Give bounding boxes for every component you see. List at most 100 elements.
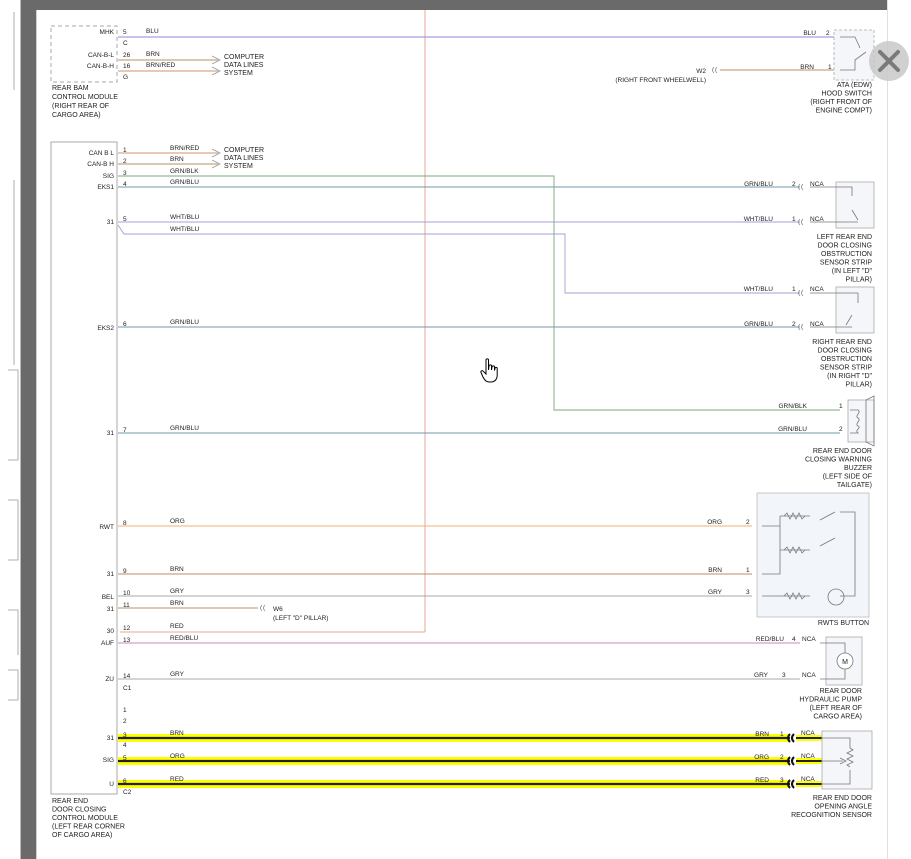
hood-switch-title: (RIGHT FRONT OF <box>810 99 872 106</box>
buzzer-horn <box>865 395 875 447</box>
rwts-lamp <box>827 588 845 606</box>
main-pin-number: 3 <box>123 170 127 177</box>
w2-ground-symbol <box>715 66 718 74</box>
right-strip-connector <box>801 323 804 331</box>
buzzer-title: REAR END DOOR <box>813 448 872 455</box>
rwts-wire: BRN <box>708 567 722 574</box>
main-wire-label: GRN/BLK <box>170 168 199 175</box>
main-pin-number: 3 <box>123 732 127 739</box>
main-wire-label: GRN/BLU <box>170 425 199 432</box>
main-pin-label: 31 <box>107 735 115 742</box>
bsm-pin-number: G <box>123 74 128 81</box>
main-wire-label: RED/BLU <box>170 635 198 642</box>
right-strip-title: (IN RIGHT "D" <box>827 373 872 380</box>
pump-circuit <box>820 642 846 680</box>
angle-sensor-box <box>821 730 873 790</box>
left-strip-nca: NCA <box>810 216 824 223</box>
bsm-wire-label: BRN/RED <box>146 62 176 69</box>
close-button[interactable] <box>869 41 909 81</box>
buzzer-pin: 1 <box>839 403 843 410</box>
right-strip-title: PILLAR) <box>846 382 872 389</box>
angle-sensor-wire: RED <box>755 777 769 784</box>
previous-page-edge[interactable] <box>0 0 21 859</box>
data-line-arrow <box>211 55 221 76</box>
main-data-lines-label: SYSTEM <box>224 163 253 170</box>
rwts-pin: 3 <box>746 589 750 596</box>
w2-ground-name: W2 <box>696 68 706 75</box>
bsm-pin-number: 5 <box>123 29 127 36</box>
main-pin-number: 10 <box>123 590 131 597</box>
main-pin-label: 30 <box>107 628 115 635</box>
left-strip-title: SENSOR STRIP <box>820 260 872 267</box>
right-strip-pin: 2 <box>792 321 796 328</box>
main-wire-label: GRY <box>170 588 185 595</box>
main-wire-label: RED <box>170 623 184 630</box>
left-strip-title: (IN LEFT "D" <box>832 268 873 275</box>
w2-ground-location: (RIGHT FRONT WHEELWELL) <box>615 77 706 84</box>
bsm-title-line: (RIGHT REAR OF <box>52 103 109 110</box>
main-wire-label: ORG <box>170 753 185 760</box>
hood-switch-pin: 1 <box>828 64 832 71</box>
main-pin-number: 13 <box>123 637 131 644</box>
main-title-line: OF CARGO AREA) <box>52 832 112 839</box>
main-pin-number: 14 <box>123 673 131 680</box>
w6-ground-name: W6 <box>273 606 283 613</box>
bsm-title-line: REAR BAM <box>52 85 89 92</box>
right-strip-title: RIGHT REAR END <box>812 339 872 346</box>
pump-motor-symbol: M <box>842 659 848 666</box>
left-strip-connector <box>798 218 801 226</box>
main-data-lines-label: COMPUTER <box>224 147 264 154</box>
bsm-module-title: REAR BAM CONTROL MODULE (RIGHT REAR OF CARG… <box>52 85 118 119</box>
left-strip-title: OBSTRUCTION <box>821 251 872 258</box>
bsm-title-line: CONTROL MODULE <box>52 94 118 101</box>
bsm-title-line: CARGO AREA) <box>52 112 101 119</box>
angle-sensor-pin: 3 <box>780 777 784 784</box>
main-wire-label: GRN/BLU <box>170 179 199 186</box>
right-strip-nca: NCA <box>810 321 824 328</box>
w6-ground-symbol <box>260 604 263 612</box>
bsm-data-lines-label: COMPUTER <box>224 54 264 61</box>
right-strip-symbol <box>810 292 859 328</box>
main-wire-label: BRN <box>170 600 184 607</box>
main-pin-number: 6 <box>123 778 127 785</box>
main-title-line: CONTROL MODULE <box>52 815 118 822</box>
pump-nca: NCA <box>802 636 816 643</box>
bsm-pin-label: CAN-B-L <box>88 52 114 59</box>
left-strip-title: PILLAR) <box>846 277 872 284</box>
right-strip-title: SENSOR STRIP <box>820 365 872 372</box>
rwts-title: RWTS BUTTON <box>818 620 869 627</box>
angle-sensor-symbol <box>822 737 854 785</box>
angle-sensor-title: RECOGNITION SENSOR <box>791 812 872 819</box>
left-strip-wire: GRN/BLU <box>744 181 773 188</box>
left-strip-connector <box>798 183 801 191</box>
bsm-wire-label: BLU <box>146 28 159 35</box>
buzzer-title: (LEFT SIDE OF <box>823 474 872 481</box>
right-strip-connector <box>798 289 801 297</box>
left-strip-connector <box>801 183 804 191</box>
main-pin-number: 5 <box>123 755 127 762</box>
sig-grn-blk-wire <box>118 175 840 411</box>
page-gutter <box>887 0 911 859</box>
main-pin-label: AUF <box>101 640 114 647</box>
main-module-box <box>50 141 118 795</box>
buzzer-wire: GRN/BLK <box>778 403 807 410</box>
angle-sensor-wire: BRN <box>755 731 769 738</box>
close-icon <box>878 50 900 72</box>
right-strip-wire: WHT/BLU <box>744 286 774 293</box>
left-strip-connector <box>801 218 804 226</box>
right-strip-connector <box>801 289 804 297</box>
angle-sensor-wire: ORG <box>754 754 769 761</box>
buzzer-pin: 2 <box>839 426 843 433</box>
main-wire-label: GRY <box>170 671 185 678</box>
bsm-data-lines-label: SYSTEM <box>224 70 253 77</box>
hood-switch-title: ENGINE COMPT) <box>816 108 872 115</box>
rwts-pin: 2 <box>746 519 750 526</box>
hood-switch-box <box>833 29 875 81</box>
main-pin-label: CAN B L <box>89 150 115 157</box>
pump-title: CARGO AREA) <box>813 714 862 721</box>
main-pin-number: 1 <box>123 147 127 154</box>
right-strip-title: DOOR CLOSING <box>818 348 872 355</box>
